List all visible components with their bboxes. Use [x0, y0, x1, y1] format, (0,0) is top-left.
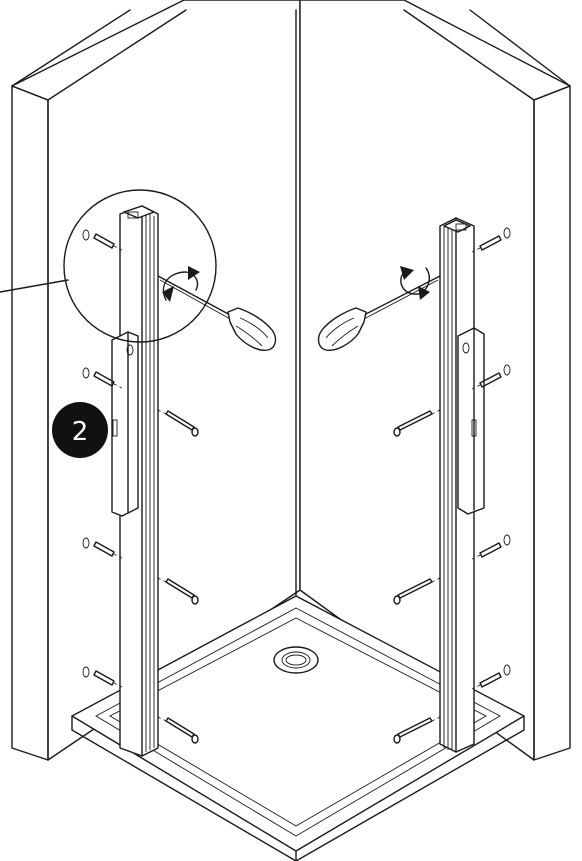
wall-plug-icon: [82, 229, 123, 251]
drain-icon: [273, 646, 319, 674]
screw-icon: [157, 577, 199, 605]
screwdriver-icon: [317, 275, 441, 351]
wall-plug-icon: [82, 537, 123, 559]
wall-right: [299, 0, 571, 761]
rotation-arrow-icon: [162, 266, 200, 302]
wall-plug-icon: [471, 664, 511, 690]
screw-icon: [393, 716, 441, 744]
wall-plug-icon: [82, 367, 123, 389]
step-number: 2: [72, 417, 89, 447]
wall-plug-icon: [82, 666, 123, 688]
wall-plug-icon: [471, 227, 511, 253]
screw-icon: [157, 716, 199, 744]
screw-icon: [157, 409, 199, 437]
adjustment-bracket-right: [457, 327, 485, 515]
adjustment-bracket-left: [111, 331, 139, 517]
wall-plug-icon: [471, 534, 511, 560]
screw-icon: [393, 409, 441, 437]
screwdriver-icon: [157, 275, 277, 351]
detail-magnifier: [0, 189, 217, 343]
screw-icon: [393, 577, 441, 605]
rotation-arrow-icon: [400, 266, 430, 300]
wall-plug-icon: [471, 364, 511, 390]
step-badge: 2: [52, 402, 108, 458]
